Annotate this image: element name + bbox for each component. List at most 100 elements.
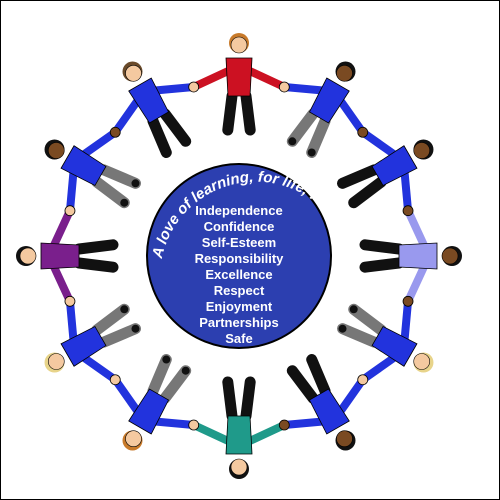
head [125, 430, 142, 448]
shoe [162, 148, 171, 157]
head [230, 458, 248, 476]
shoe [162, 355, 171, 364]
leg [240, 90, 256, 136]
torso [371, 325, 418, 367]
joined-hands [278, 81, 290, 93]
shoe [120, 305, 129, 314]
leg [91, 176, 130, 209]
head [336, 430, 353, 448]
torso [128, 77, 170, 124]
figure-ring [16, 33, 462, 479]
figure-bottom-left-1 [122, 354, 192, 451]
figure-top-right-1 [286, 61, 356, 158]
value-self-esteem: Self-Esteem [202, 235, 276, 250]
leg [73, 257, 119, 273]
torso [60, 145, 107, 187]
leg [286, 108, 319, 147]
head [336, 64, 353, 82]
figure-bottom [222, 376, 256, 479]
shoe [307, 355, 316, 364]
leg [359, 239, 405, 255]
shoe [361, 240, 369, 249]
shoe [181, 366, 190, 375]
figure-top-right-2 [337, 139, 434, 209]
leg [98, 323, 141, 348]
torso [371, 145, 418, 187]
leg [147, 115, 172, 158]
leg [222, 376, 238, 422]
head [441, 247, 459, 265]
torso [40, 242, 80, 270]
head [47, 353, 65, 370]
value-confidence: Confidence [204, 219, 275, 234]
torso [308, 388, 350, 435]
joined-hands [109, 374, 121, 386]
shoe [246, 378, 255, 386]
torso [60, 325, 107, 367]
value-partnerships: Partnerships [199, 315, 278, 330]
joined-hands [402, 205, 414, 217]
leg [348, 303, 387, 336]
figure-top-left-2 [122, 61, 192, 158]
leg [348, 176, 387, 209]
leg [222, 90, 238, 136]
leg [240, 376, 256, 422]
leg [91, 303, 130, 336]
head [47, 142, 65, 159]
shoe [338, 179, 347, 188]
shoe [246, 126, 255, 134]
value-independence: Independence [195, 203, 282, 218]
leg [159, 365, 192, 404]
value-safe: Safe [225, 331, 252, 346]
shoe [181, 137, 190, 146]
figure-bottom-right-2 [286, 354, 356, 451]
joined-hands [278, 419, 290, 431]
shoe [223, 378, 232, 386]
leg [147, 354, 172, 397]
torso [308, 77, 350, 124]
joined-hands [188, 419, 200, 431]
center-disc [146, 163, 332, 349]
figure-top [222, 33, 256, 136]
leg [306, 115, 331, 158]
shoe [109, 240, 117, 249]
figure-top-left-1 [44, 139, 141, 209]
shoe [288, 137, 297, 146]
shoe [131, 324, 140, 333]
values-list: Independence Confidence Self-Esteem Resp… [195, 203, 285, 346]
leg [98, 164, 141, 189]
torso [225, 57, 253, 97]
shoe [223, 126, 232, 134]
shoe [131, 179, 140, 188]
figure-bottom-left-2 [44, 303, 141, 373]
shoe [361, 263, 369, 272]
value-respect: Respect [214, 283, 265, 298]
joined-hands [402, 295, 414, 307]
joined-hands [188, 81, 200, 93]
figure-left [16, 239, 119, 273]
shoe [109, 263, 117, 272]
leg [306, 354, 331, 397]
figure-right [359, 239, 462, 273]
torso [398, 242, 438, 270]
leg [337, 323, 380, 348]
leg [73, 239, 119, 255]
leg [359, 257, 405, 273]
joined-hands [357, 374, 369, 386]
shoe [120, 198, 129, 207]
joined-hands [64, 205, 76, 217]
shoe [288, 366, 297, 375]
head [413, 353, 431, 370]
leg [159, 108, 192, 147]
head [19, 247, 37, 265]
joined-hands [64, 295, 76, 307]
shoe [349, 198, 358, 207]
joined-hands [109, 126, 121, 138]
value-enjoyment: Enjoyment [206, 299, 273, 314]
value-responsibility: Responsibility [195, 251, 285, 266]
joined-hands [357, 126, 369, 138]
torso [225, 415, 253, 455]
shoe [338, 324, 347, 333]
